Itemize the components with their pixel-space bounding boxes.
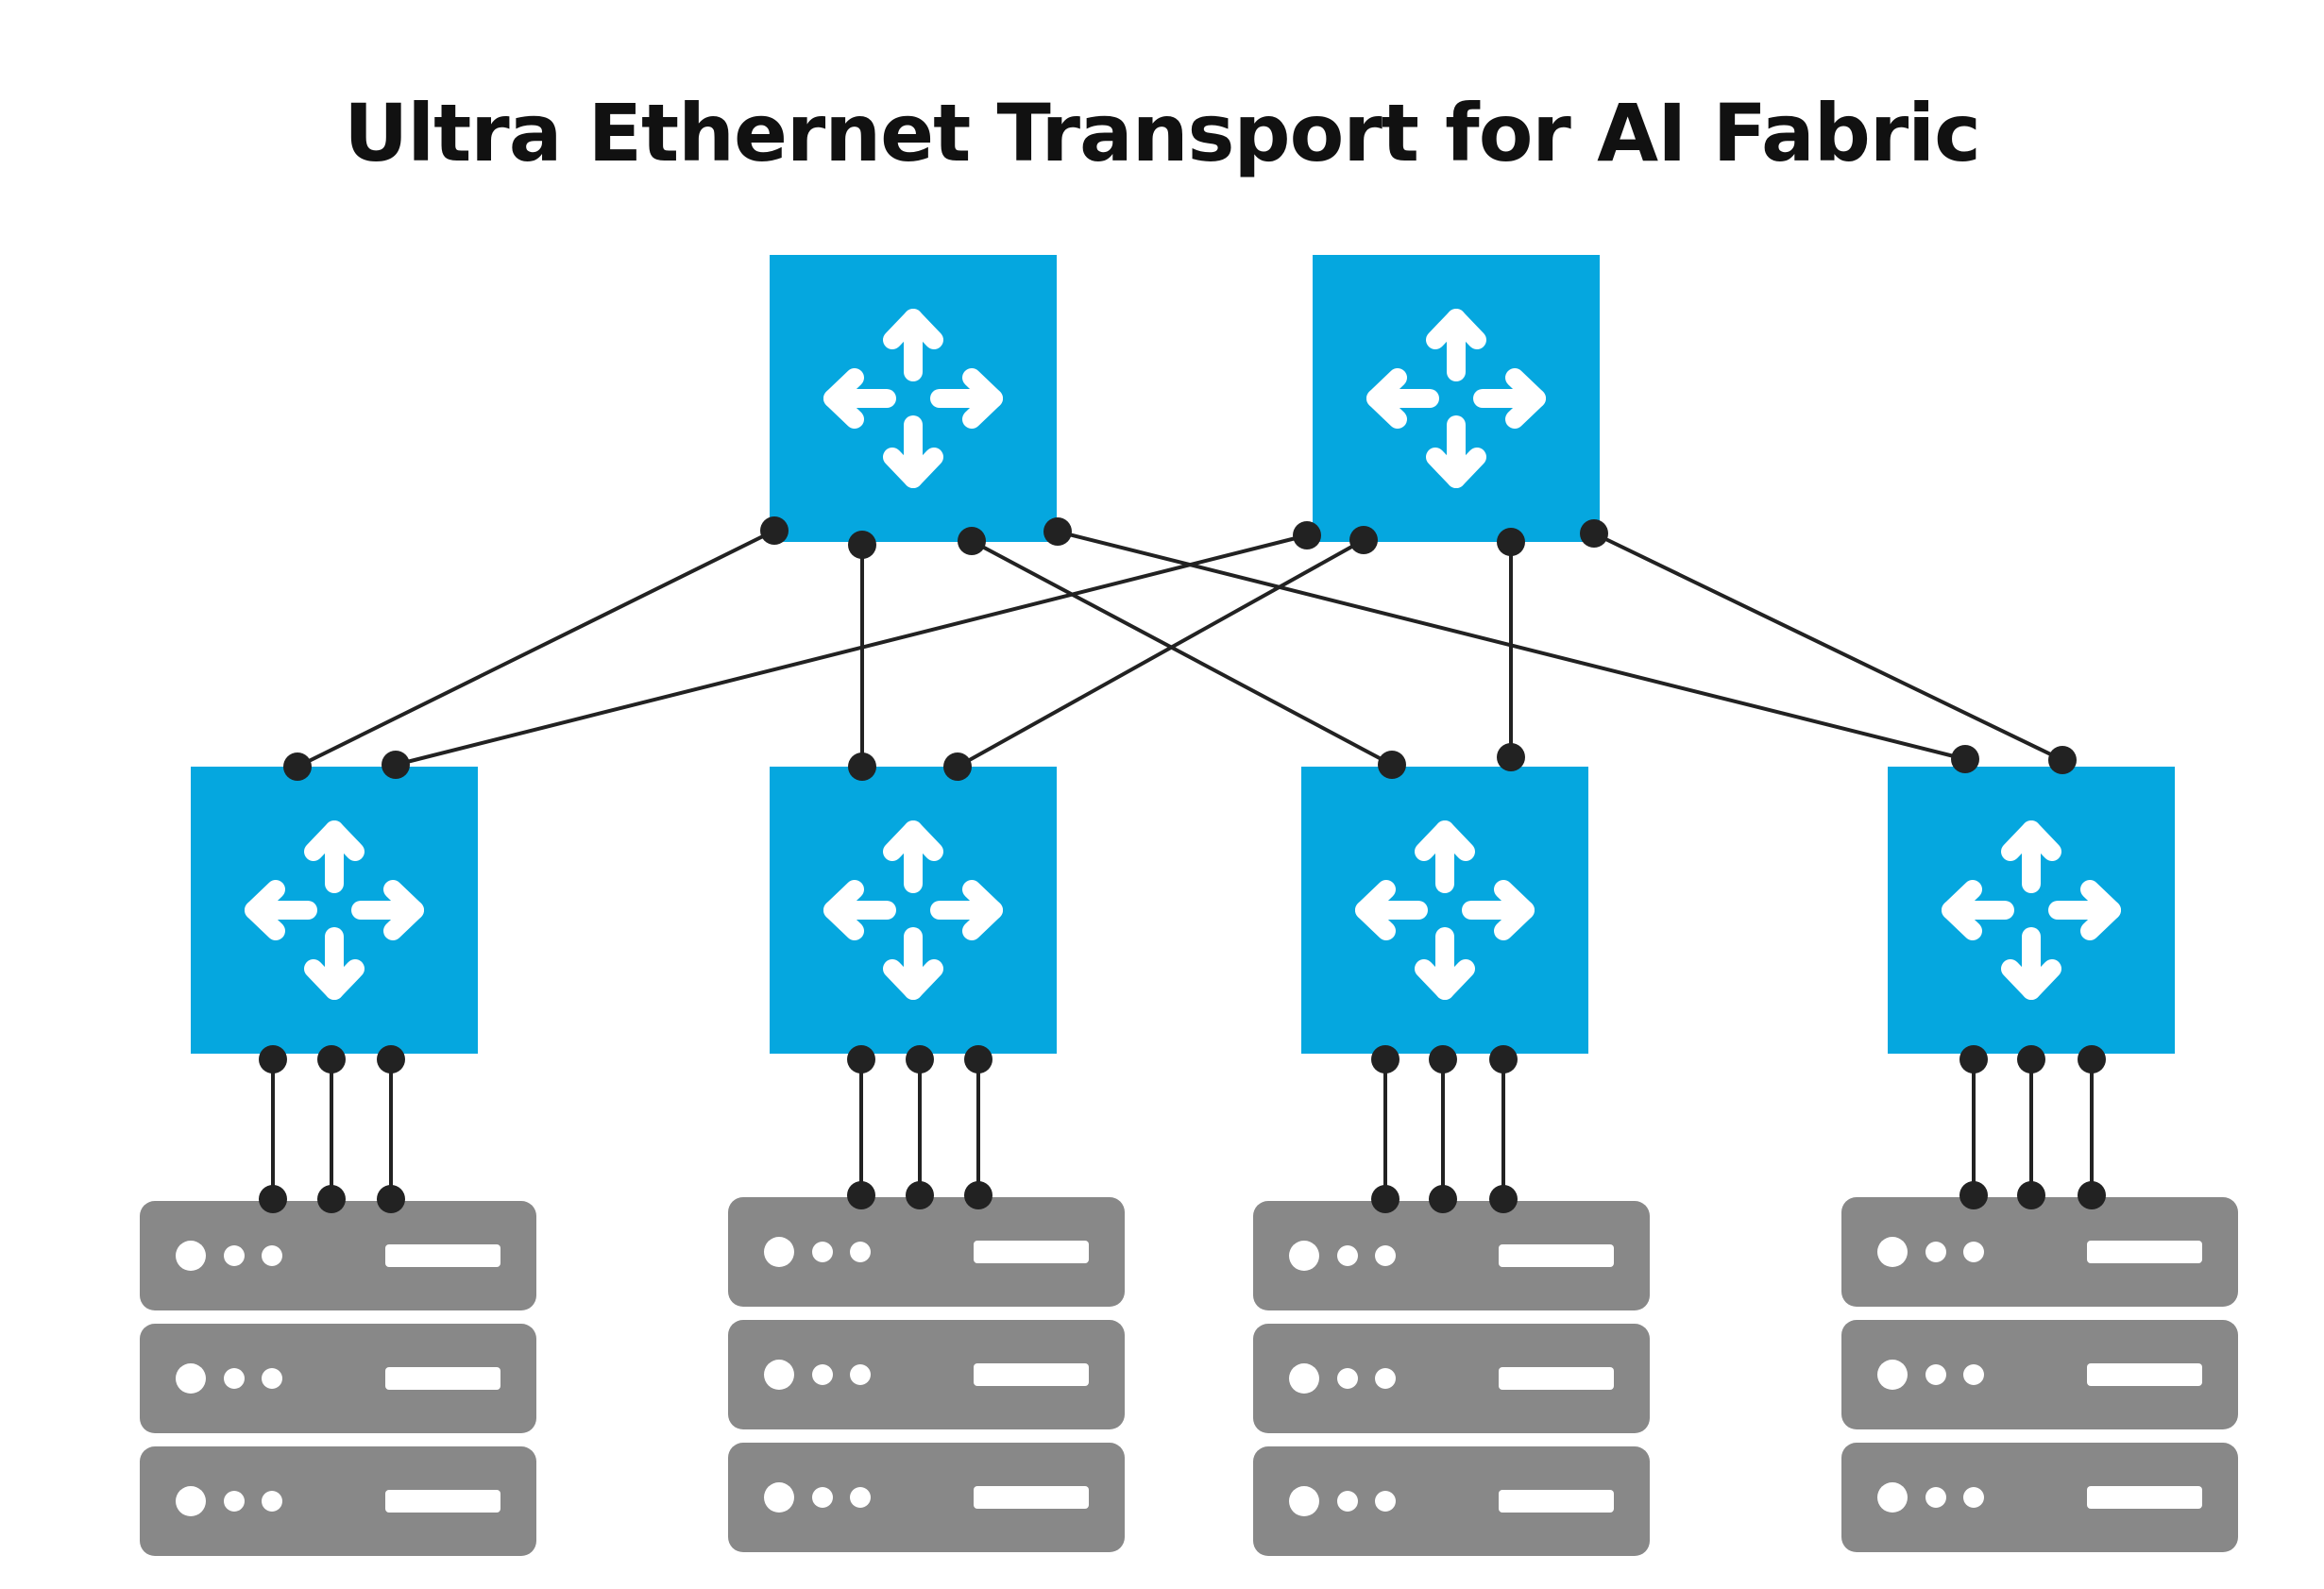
rack-1-server-rack [140,1201,536,1556]
port-spine-1 [958,527,986,555]
port-rack-2 [964,1181,992,1209]
port-leaf-3 [1378,751,1406,779]
port-rack-3 [1371,1185,1399,1213]
links-layer [271,529,2094,1199]
port-leaf-2 [848,752,876,781]
switch-body [191,767,478,1054]
port-leaf-4 [1959,1045,1988,1073]
link-spine-2-leaf-2 [957,538,1365,769]
port-leaf-4 [2017,1045,2045,1073]
port-leaf-2 [906,1045,934,1073]
server-unit-icon [1253,1201,1650,1310]
port-leaf-3 [1497,743,1525,771]
port-leaf-3 [1371,1045,1399,1073]
link-spine-1-leaf-3 [971,539,1393,767]
port-spine-1 [848,531,876,559]
port-leaf-4 [2078,1045,2106,1073]
server-unit-icon [1253,1446,1650,1556]
port-spine-2 [1580,519,1608,548]
port-rack-1 [259,1185,287,1213]
port-leaf-4 [1951,745,1979,773]
server-unit-icon [728,1320,1125,1429]
rack-3-server-rack [1253,1201,1650,1556]
server-unit-icon [140,1446,536,1556]
spine-2-switch [1313,255,1600,542]
port-leaf-4 [2048,746,2077,774]
nodes-layer [140,255,2238,1556]
port-spine-2 [1497,528,1525,556]
port-leaf-1 [259,1045,287,1073]
port-leaf-1 [283,752,312,781]
link-spine-2-leaf-4 [1593,532,2063,762]
port-rack-2 [847,1181,875,1209]
port-rack-3 [1489,1185,1518,1213]
switch-body [1301,767,1588,1054]
port-spine-2 [1293,521,1321,549]
port-rack-1 [317,1185,346,1213]
ports-layer [259,516,2106,1213]
port-spine-1 [1043,517,1072,546]
leaf-4-switch [1888,767,2175,1054]
port-leaf-1 [317,1045,346,1073]
leaf-3-switch [1301,767,1588,1054]
rack-2-server-rack [728,1197,1125,1552]
server-unit-icon [1841,1197,2238,1307]
port-leaf-2 [847,1045,875,1073]
switch-body [1313,255,1600,542]
port-rack-3 [1429,1185,1457,1213]
port-rack-4 [2017,1181,2045,1209]
switch-body [1888,767,2175,1054]
port-leaf-2 [943,752,972,781]
port-rack-1 [377,1185,405,1213]
leaf-1-switch [191,767,478,1054]
switch-body [770,255,1057,542]
port-rack-2 [906,1181,934,1209]
port-leaf-1 [382,751,410,779]
server-unit-icon [140,1201,536,1310]
spine-1-switch [770,255,1057,542]
switch-body [770,767,1057,1054]
server-unit-icon [1841,1443,2238,1552]
leaf-2-switch [770,767,1057,1054]
port-rack-4 [2078,1181,2106,1209]
diagram-title: Ultra Ethernet Transport for AI Fabric [344,87,1981,179]
server-unit-icon [1253,1324,1650,1433]
server-unit-icon [728,1197,1125,1307]
port-rack-4 [1959,1181,1988,1209]
port-leaf-1 [377,1045,405,1073]
port-leaf-3 [1429,1045,1457,1073]
rack-4-server-rack [1841,1197,2238,1552]
server-unit-icon [140,1324,536,1433]
port-spine-1 [760,516,789,545]
link-spine-2-leaf-1 [395,533,1308,767]
port-leaf-2 [964,1045,992,1073]
link-spine-1-leaf-1 [297,529,775,769]
server-unit-icon [728,1443,1125,1552]
port-leaf-3 [1489,1045,1518,1073]
server-unit-icon [1841,1320,2238,1429]
port-spine-2 [1349,526,1378,554]
